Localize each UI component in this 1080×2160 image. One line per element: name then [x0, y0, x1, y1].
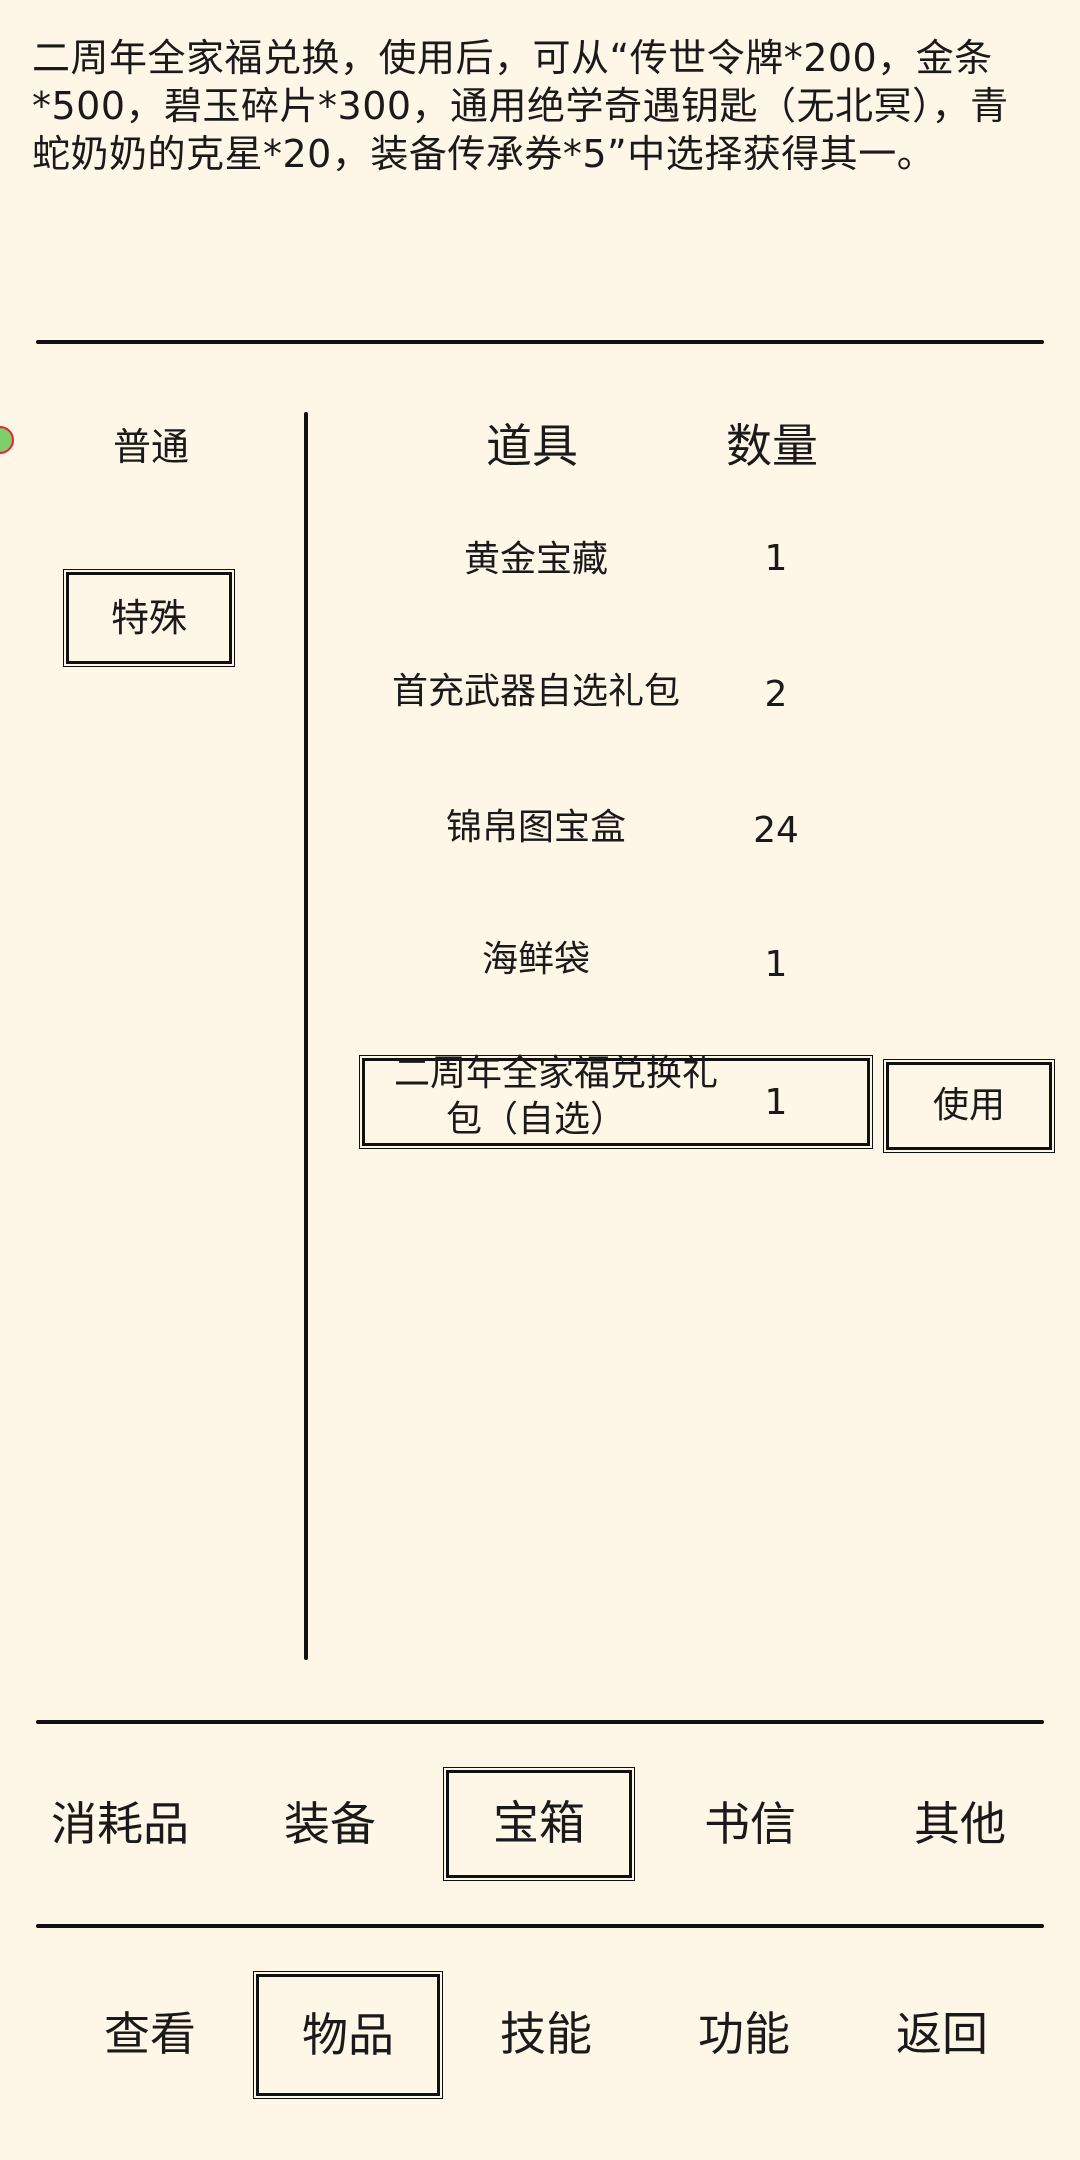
item-row-name-line1: 二周年全家福兑换礼: [393, 1053, 718, 1094]
item-row-qty: 1: [764, 538, 788, 579]
subtab-consumables[interactable]: 消耗品: [51, 1797, 189, 1851]
item-row-name[interactable]: 海鲜袋: [481, 939, 590, 980]
item-row-name[interactable]: 首充武器自选礼包: [391, 671, 680, 712]
divider-vertical: [304, 412, 308, 1660]
divider-bottom: [36, 1924, 1044, 1928]
item-row-qty: 24: [753, 810, 799, 851]
subtab-other[interactable]: 其他: [914, 1797, 1006, 1851]
subtab-chests[interactable]: 宝箱: [443, 1767, 635, 1881]
category-normal[interactable]: 普通: [112, 425, 189, 469]
item-row-qty: 1: [764, 944, 788, 985]
item-row-qty: 2: [764, 674, 788, 715]
divider-top: [36, 340, 1044, 344]
header-quantity: 数量: [726, 419, 818, 473]
divider-middle: [36, 1720, 1044, 1724]
subtab-equipment[interactable]: 装备: [284, 1797, 376, 1851]
floating-app-icon[interactable]: [0, 426, 14, 454]
bottom-tab-skills[interactable]: 技能: [500, 2007, 592, 2061]
item-row-name-line2: 包（自选）: [445, 1099, 626, 1140]
category-special[interactable]: 特殊: [63, 569, 235, 667]
bottom-tab-view[interactable]: 查看: [104, 2007, 196, 2061]
item-row-name[interactable]: 锦帛图宝盒: [445, 807, 626, 848]
header-item: 道具: [486, 419, 578, 473]
item-description: 二周年全家福兑换，使用后，可从“传世令牌*200，金条*500，碧玉碎片*300…: [32, 36, 1009, 176]
item-row-selected[interactable]: [359, 1055, 873, 1149]
use-button[interactable]: 使用: [883, 1059, 1055, 1153]
bottom-tab-functions[interactable]: 功能: [698, 2007, 790, 2061]
bottom-tab-back[interactable]: 返回: [896, 2007, 988, 2061]
subtab-letters[interactable]: 书信: [704, 1797, 796, 1851]
item-row-name[interactable]: 黄金宝藏: [463, 539, 608, 580]
item-row-qty: 1: [764, 1082, 788, 1123]
bottom-tab-items[interactable]: 物品: [253, 1971, 443, 2099]
